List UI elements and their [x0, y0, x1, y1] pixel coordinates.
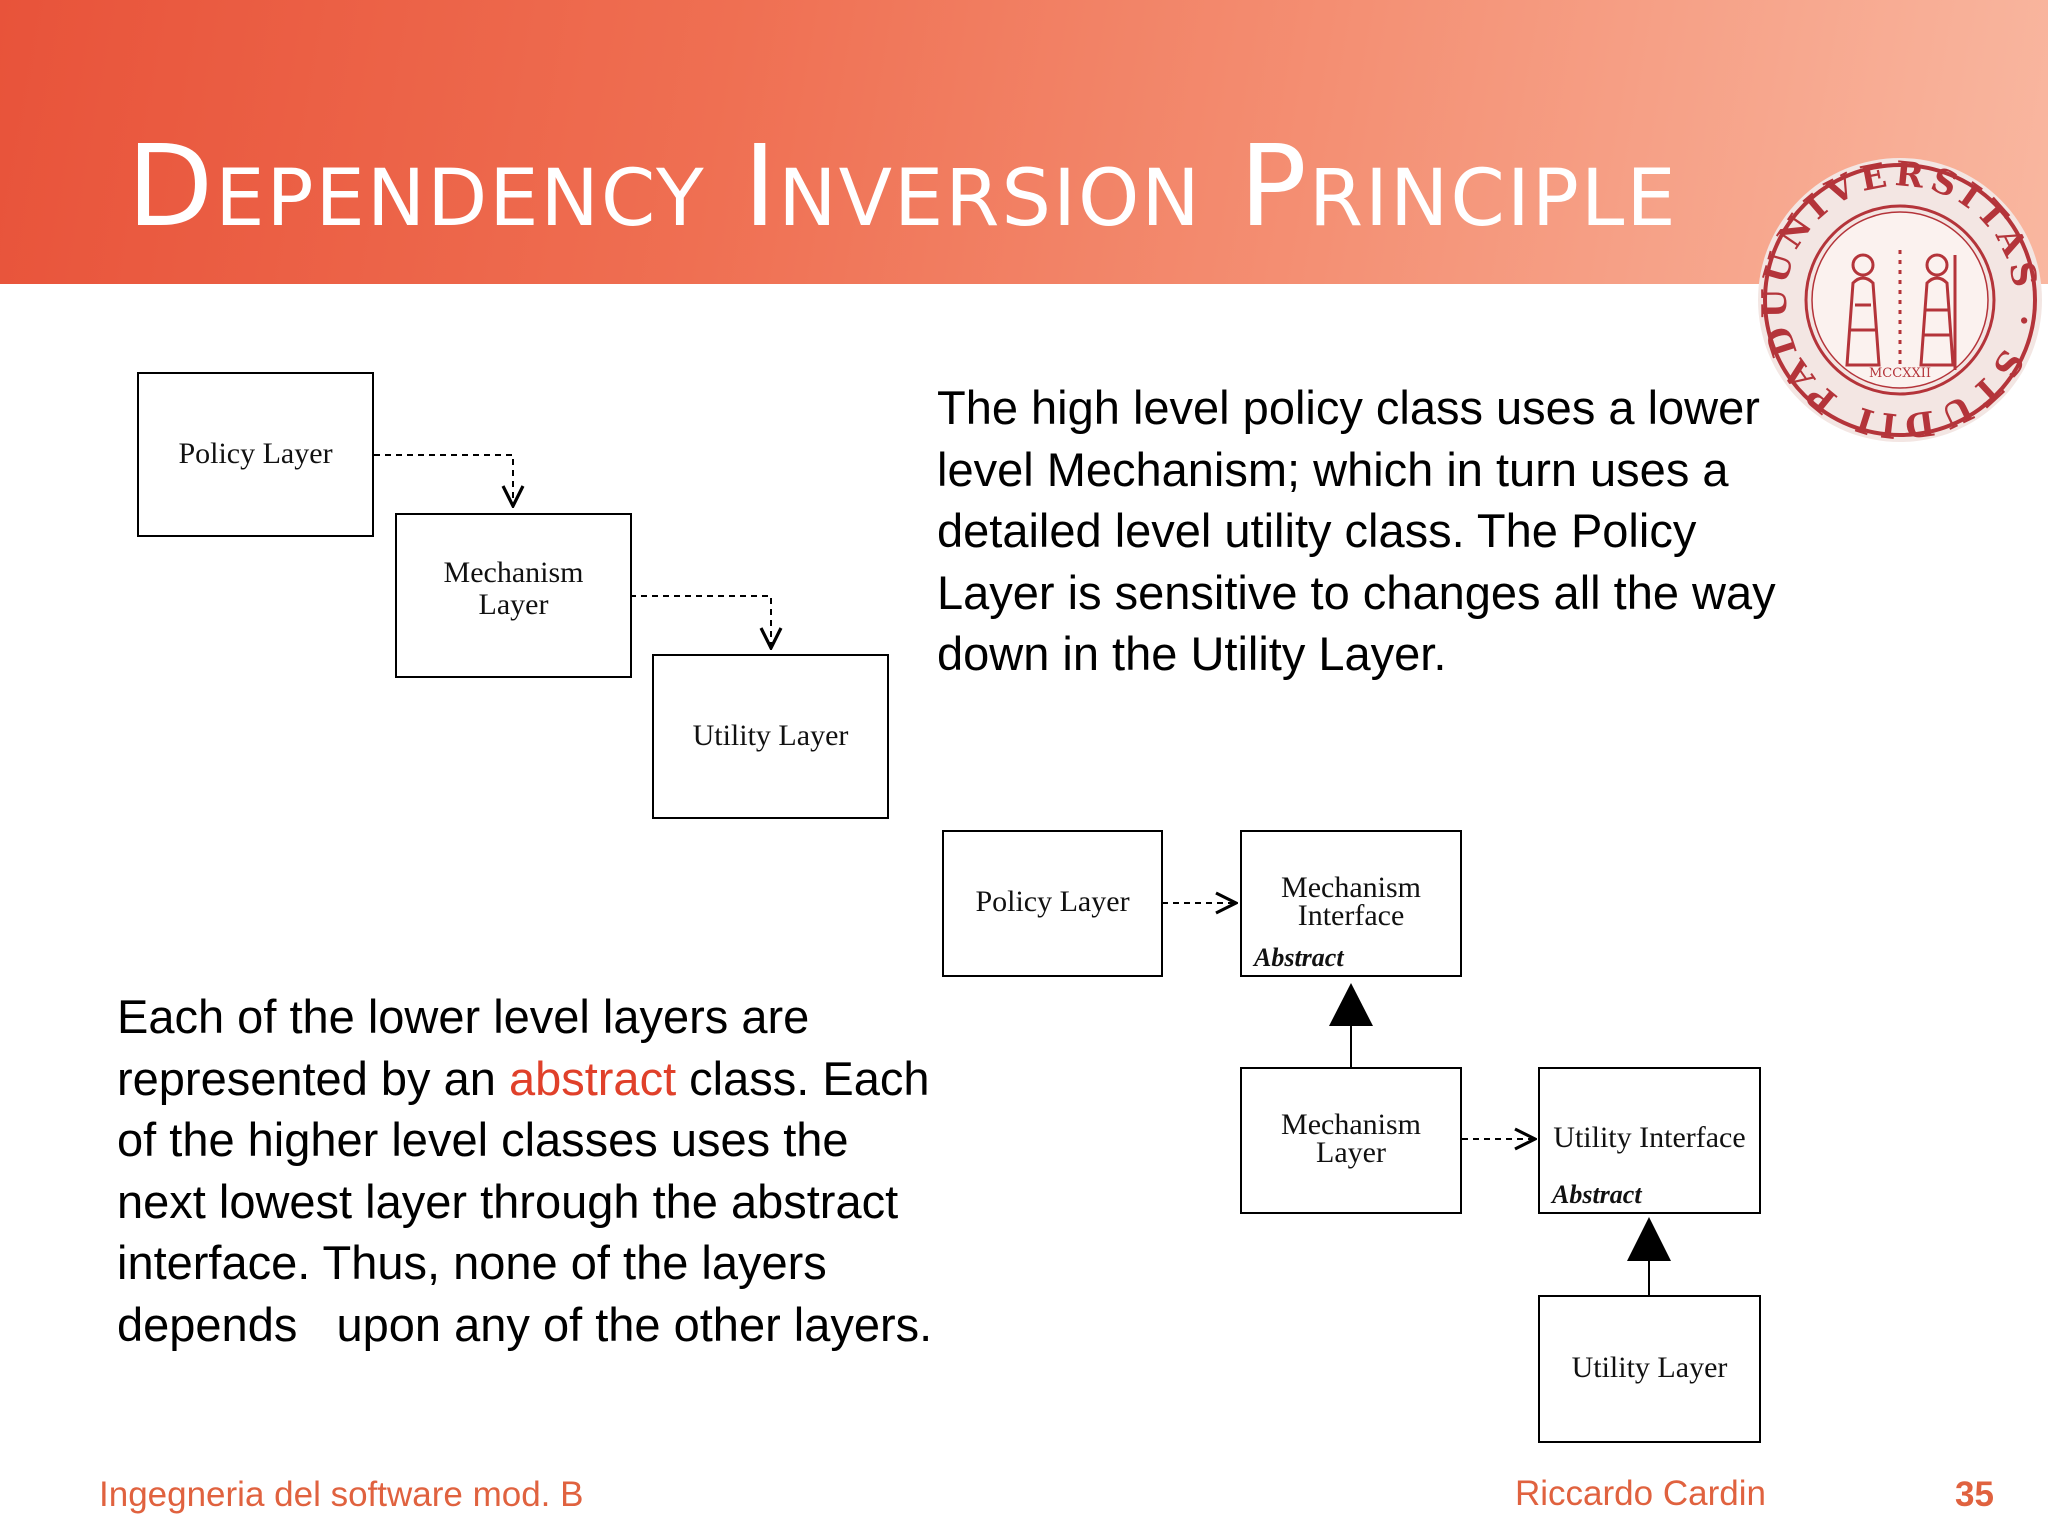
box-policy-layer-top: Policy Layer	[137, 372, 374, 537]
box-utility-layer-top: Utility Layer	[652, 654, 889, 819]
abstract-tag: Abstract	[1254, 943, 1344, 972]
paragraph-bottom-start: Each of the lower level layers are repre…	[117, 990, 810, 1105]
slide-title: Dependency Inversion Principle	[127, 122, 1678, 252]
paragraph-bottom-end: class. Each of the higher level classes …	[117, 1051, 943, 1351]
title-banner	[0, 0, 2048, 284]
box-label-line1: Mechanism	[1281, 871, 1421, 904]
box-mechanism-interface: Mechanism Interface Abstract	[1240, 830, 1462, 977]
box-label-line1: Mechanism	[1281, 1108, 1421, 1141]
box-label-line1: Mechanism	[443, 556, 584, 589]
page-number: 35	[1955, 1475, 1994, 1514]
footer-course: Ingegneria del software mod. B	[99, 1475, 584, 1514]
abstract-tag: Abstract	[1552, 1180, 1642, 1209]
box-mechanism-layer-bottom: Mechanism Layer	[1240, 1067, 1462, 1214]
box-utility-layer-bottom: Utility Layer	[1538, 1295, 1761, 1443]
paragraph-top: The high level policy class uses a lower…	[937, 381, 1776, 680]
highlight-abstract: abstract	[508, 1051, 677, 1105]
dependency-arrow-policy-mechanism	[374, 454, 513, 506]
box-mechanism-layer-top: Mechanism Layer	[395, 513, 632, 678]
university-seal-logo: UNIVERSITAS · STUDII PADUANI · MCCXXII	[1755, 155, 2042, 445]
box-label: Utility Layer	[692, 719, 849, 752]
box-label: Policy Layer	[178, 437, 333, 470]
box-label: Utility Layer	[1571, 1351, 1728, 1384]
inheritance-arrow-mechanism	[1329, 983, 1373, 1068]
paragraph-bottom: Each of the lower level layers are repre…	[117, 986, 937, 1355]
box-utility-interface: Utility Interface Abstract	[1538, 1067, 1761, 1214]
box-label: Policy Layer	[975, 885, 1130, 918]
dependency-arrow-mechanism-utility	[630, 595, 771, 648]
box-policy-layer-bottom: Policy Layer	[942, 830, 1163, 977]
inheritance-arrow-utility	[1627, 1217, 1671, 1296]
box-label-line2: Layer	[1316, 1136, 1386, 1169]
box-label-line2: Interface	[1297, 899, 1405, 932]
footer-author: Riccardo Cardin	[1515, 1474, 1766, 1513]
seal-year: MCCXXII	[1869, 366, 1931, 381]
box-label-line2: Layer	[478, 588, 549, 621]
box-label: Utility Interface	[1553, 1121, 1746, 1154]
